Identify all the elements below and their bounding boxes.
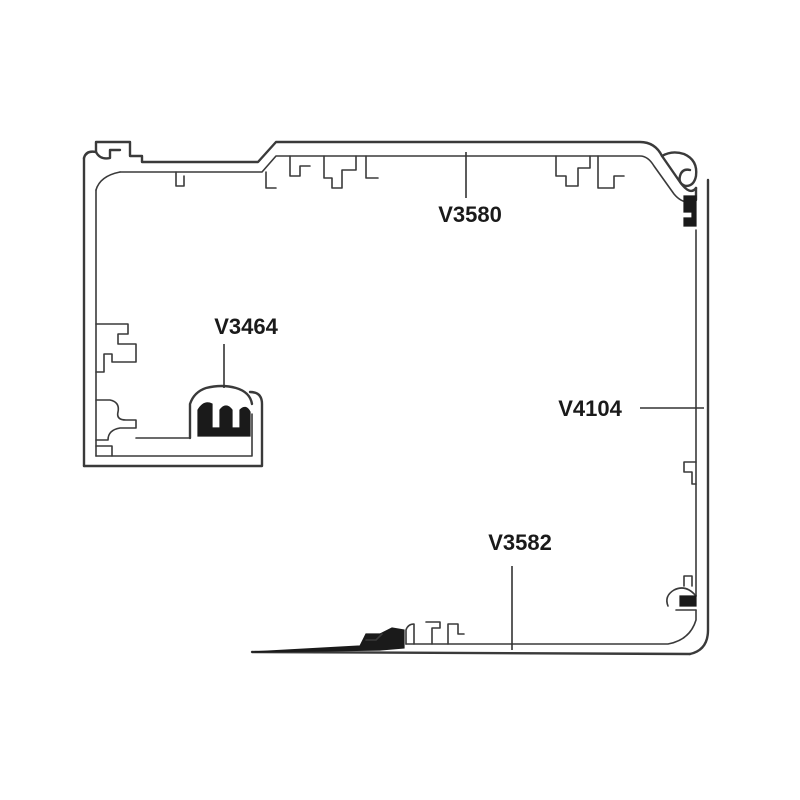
right-frame-profile [666, 178, 710, 656]
label-top-profile: V3580 [438, 202, 502, 227]
label-bottom-profile: V3582 [488, 530, 552, 555]
top-frame-profile [94, 140, 698, 203]
left-frame-profile [82, 150, 264, 468]
label-right-profile: V4104 [558, 396, 622, 421]
label-left-gasket: V3464 [214, 314, 278, 339]
left-gasket [188, 384, 254, 440]
bottom-frame-profile [250, 609, 697, 656]
